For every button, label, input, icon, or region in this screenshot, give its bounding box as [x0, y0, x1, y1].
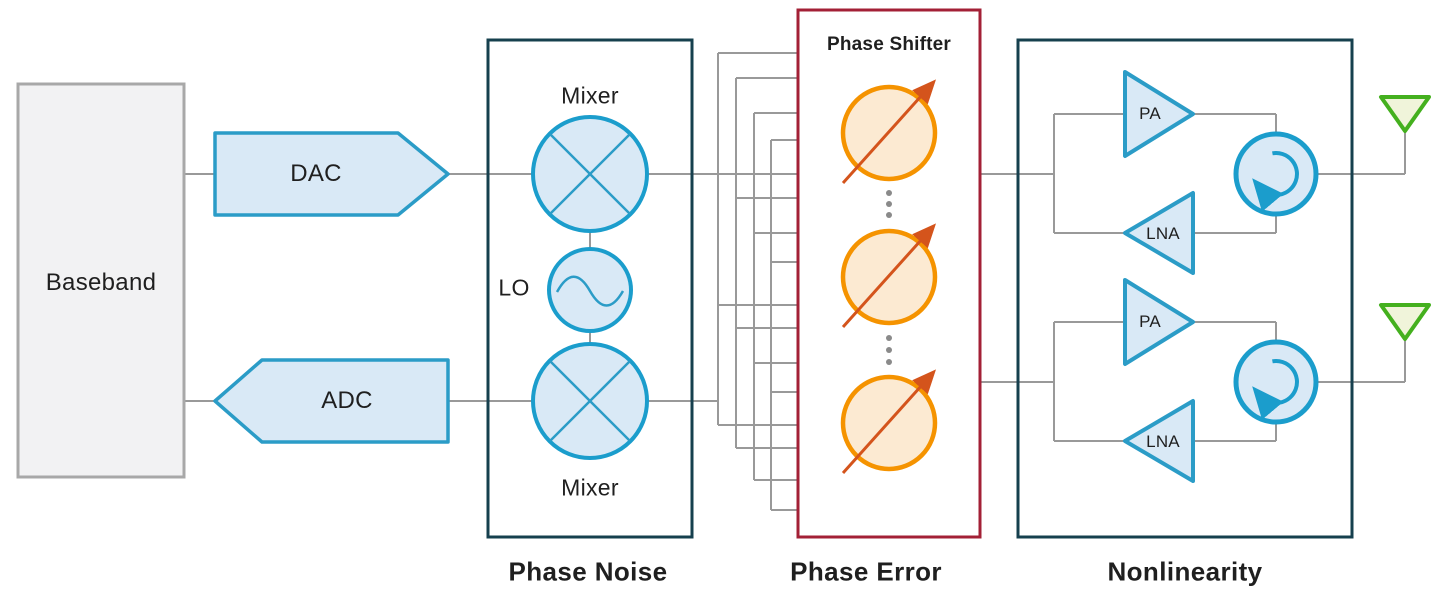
phase-shifter-title: Phase Shifter: [826, 34, 952, 55]
lo-label: LO: [498, 274, 530, 301]
mixer-bottom-label: Mixer: [561, 474, 619, 501]
lna-amplifier-1: [1123, 191, 1195, 275]
dac-label: DAC: [290, 160, 342, 187]
pa-amplifier-2: [1123, 278, 1195, 366]
ellipsis-dots-1: [886, 190, 892, 218]
phase-noise-box: [486, 38, 694, 539]
phase-error-box: [796, 8, 982, 539]
adc-arrow-block: [213, 358, 450, 444]
nonlinearity-box: [1016, 38, 1354, 539]
phase-shifter-symbol-3: [840, 369, 938, 475]
phase-noise-title: Phase Noise: [508, 556, 668, 587]
mixer-bottom-symbol: [531, 342, 649, 460]
antenna-2: [1379, 303, 1431, 341]
baseband-block: [16, 82, 186, 479]
pa-label-1: PA: [1139, 104, 1161, 123]
adc-label: ADC: [321, 387, 373, 414]
signal-wires: [184, 173, 799, 402]
phase-shifter-symbol-1: [840, 79, 938, 185]
phase-error-title: Phase Error: [790, 556, 942, 587]
circulator-1: [1233, 131, 1319, 217]
lna-amplifier-2: [1123, 399, 1195, 483]
pa-amplifier-1: [1123, 70, 1195, 158]
lo-symbol: [547, 247, 633, 333]
frontend-wires: [980, 113, 1406, 442]
dac-arrow-block: [213, 131, 450, 217]
mixer-top-symbol: [531, 115, 649, 233]
ellipsis-dots-2: [886, 335, 892, 365]
channel-fanout-lines: [717, 52, 799, 511]
circulator-2: [1233, 339, 1319, 425]
phase-shifter-symbol-2: [840, 223, 938, 329]
nonlinearity-title: Nonlinearity: [1107, 556, 1263, 587]
antenna-1: [1379, 95, 1431, 133]
lna-label-1: LNA: [1146, 224, 1180, 243]
baseband-label: Baseband: [45, 269, 157, 296]
mixer-top-label: Mixer: [561, 82, 619, 109]
pa-label-2: PA: [1139, 312, 1161, 331]
lna-label-2: LNA: [1146, 432, 1180, 451]
